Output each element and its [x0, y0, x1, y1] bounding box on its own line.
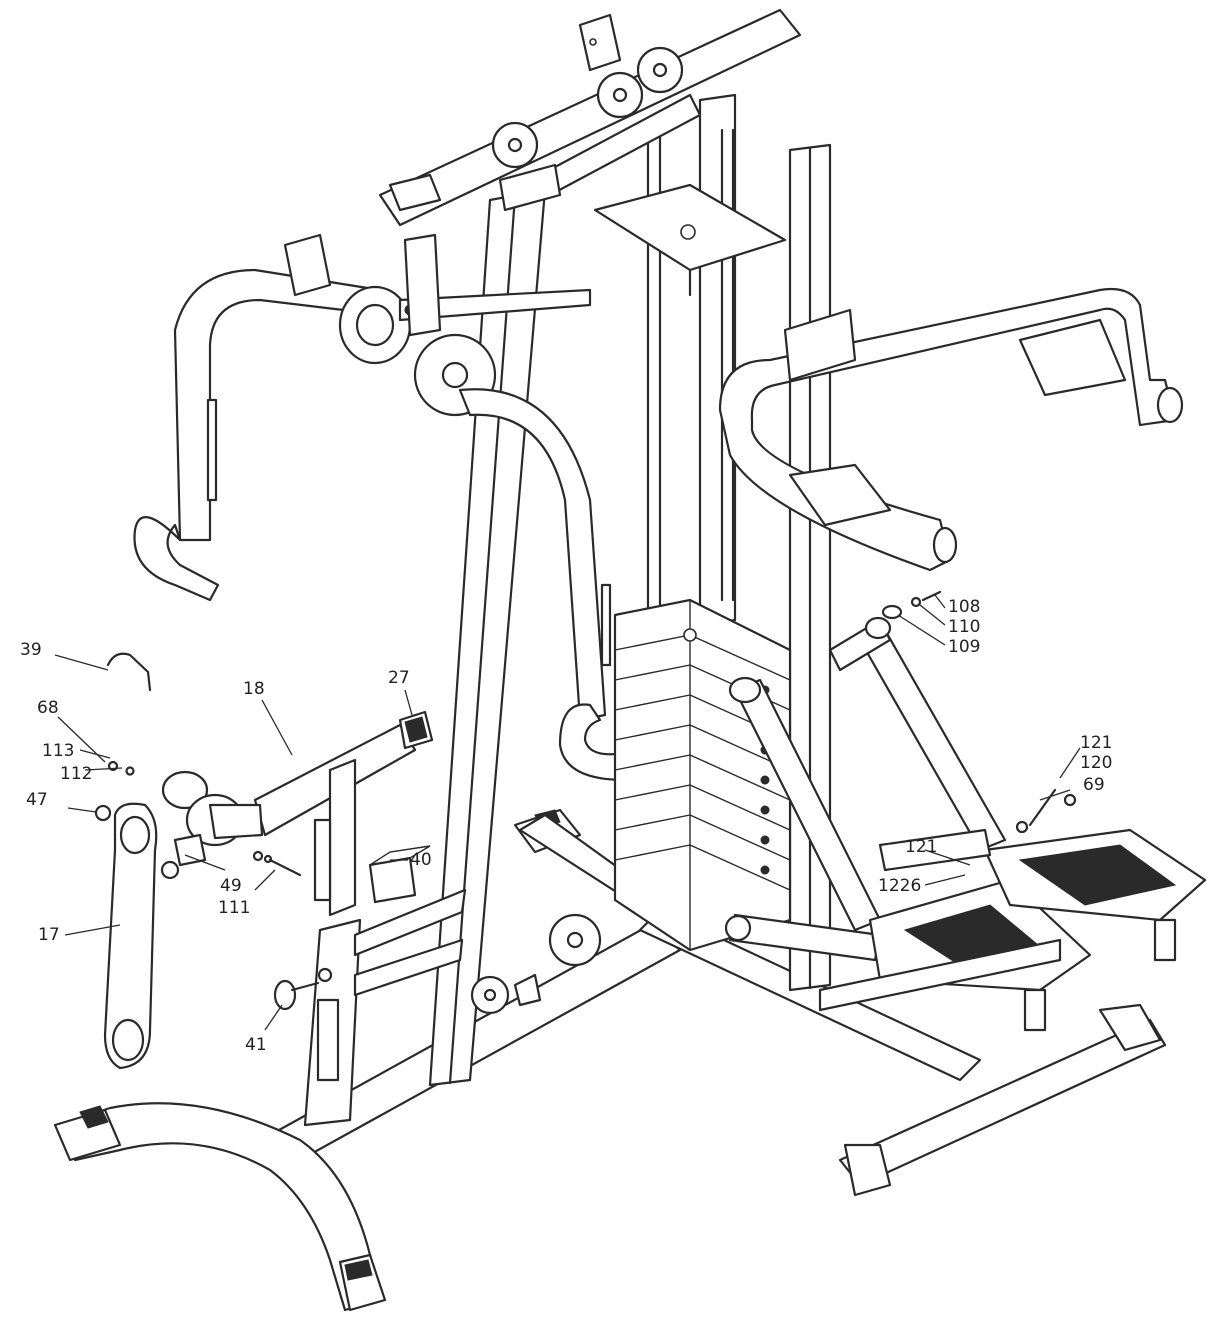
dip-handles: [718, 287, 1184, 572]
callout-110: 110: [948, 617, 980, 637]
exploded-leg-attachment: [94, 590, 1077, 1070]
callout-113: 113: [42, 741, 74, 761]
callout-40: 40: [410, 850, 432, 870]
leader-lines: [54, 594, 1081, 1031]
callout-27: 27: [388, 668, 410, 688]
press-arm: [338, 233, 642, 782]
callout-39: 39: [20, 640, 42, 660]
stepper: [724, 616, 1207, 1032]
callout-69: 69: [1083, 775, 1105, 795]
weight-stack: [613, 598, 792, 952]
callout-121-top: 121: [1080, 733, 1112, 753]
callout-109: 109: [948, 637, 980, 657]
callout-120: 120: [1080, 753, 1112, 773]
callout-121-mid: 121: [905, 837, 937, 857]
callout-49: 49: [220, 876, 242, 896]
callout-41: 41: [245, 1035, 267, 1055]
callout-labels: 39 68 113 112 47 17 18 27 49 111 40 41 1…: [20, 597, 1112, 1055]
callout-68: 68: [37, 698, 59, 718]
callout-17: 17: [38, 925, 60, 945]
callout-18: 18: [243, 679, 265, 699]
callout-112: 112: [60, 764, 92, 784]
callout-111: 111: [218, 898, 250, 918]
callout-47: 47: [26, 790, 48, 810]
callout-1226: 1226: [878, 876, 921, 896]
lower-pulleys: [470, 913, 602, 1015]
callout-108: 108: [948, 597, 980, 617]
